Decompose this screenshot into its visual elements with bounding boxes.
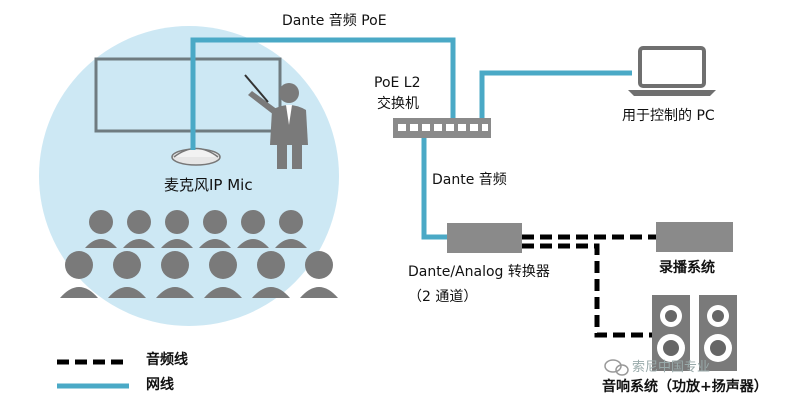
audio-lines <box>522 234 656 338</box>
legend-audio-label: 音频线 <box>146 352 188 368</box>
ip-mic-icon <box>171 147 221 166</box>
label-converter: Dante/Analog 转换器 <box>408 264 550 280</box>
label-converter-channels: （2 通道） <box>408 289 478 305</box>
audience-row-1 <box>85 210 307 248</box>
label-mic: 麦克风IP Mic <box>164 176 253 194</box>
network-lines <box>190 37 632 240</box>
network-line-mic <box>190 37 456 150</box>
poe-switch-icon <box>393 118 491 138</box>
label-dante-poe: Dante 音频 PoE <box>282 13 387 29</box>
label-switch-model: PoE L2 <box>374 75 421 91</box>
laptop-icon <box>628 46 716 96</box>
audio-line-speakers <box>522 243 652 338</box>
teacher-icon <box>244 74 308 169</box>
watermark-text: 索尼中国专业 <box>632 360 711 375</box>
label-speaker-system: 音响系统（功放+扬声器） <box>602 379 768 395</box>
audience-row-2 <box>60 251 338 298</box>
wechat-icon <box>604 359 629 376</box>
speakers-icon <box>652 295 737 371</box>
label-recording: 录播系统 <box>659 260 715 276</box>
converter-device <box>447 223 522 253</box>
legend-network-label: 网线 <box>146 377 174 393</box>
network-line-pc <box>479 70 632 120</box>
recording-device <box>656 222 733 252</box>
label-switch-name: 交换机 <box>377 96 419 112</box>
label-pc: 用于控制的 PC <box>622 108 715 124</box>
network-line-converter <box>421 137 448 240</box>
label-dante-audio: Dante 音频 <box>432 172 507 188</box>
